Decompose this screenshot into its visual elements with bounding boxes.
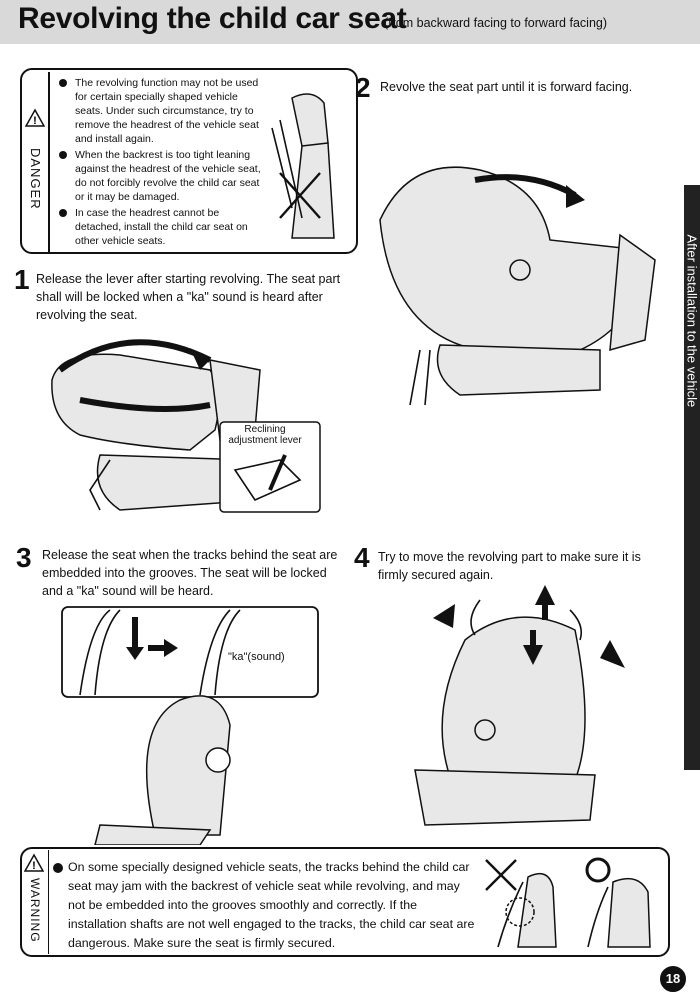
- circle-ok-icon: [585, 857, 611, 883]
- arrow-icon: [600, 640, 625, 668]
- page-number: 18: [660, 966, 686, 992]
- step-4-number: 4: [354, 542, 370, 573]
- step-1-text: Release the lever after starting revolvi…: [36, 272, 341, 322]
- danger-box: [20, 68, 358, 254]
- cross-mark-icon: [485, 859, 517, 891]
- danger-divider: [48, 72, 356, 252]
- warning-box: [20, 847, 670, 957]
- danger-bullet-2: When the backrest is too tight leaning a…: [59, 148, 263, 204]
- step-2-text: Revolve the seat part until it is forwar…: [380, 80, 633, 94]
- svg-text:!: !: [33, 115, 37, 127]
- page-title: Revolving the child car seat: [18, 2, 407, 35]
- warning-triangle-icon: !: [25, 108, 45, 127]
- cross-mark-icon: [279, 172, 321, 219]
- warning-label-wrap: WARNING: [28, 874, 62, 954]
- section-side-tab: After installation to the vehicle: [684, 185, 700, 770]
- danger-bullet-1: The revolving function may not be used f…: [59, 76, 263, 146]
- arrow-icon: [190, 348, 210, 370]
- warning-text: On some specially designed vehicle seats…: [68, 860, 475, 950]
- arrow-icon: [523, 645, 543, 665]
- arrow-icon: [566, 185, 585, 208]
- ka-sound-callout: "ka"(sound): [228, 651, 285, 663]
- step-3-illustration: [61, 606, 319, 845]
- step-3-number: 3: [16, 542, 32, 573]
- vehicle-headrest-illustration: [271, 93, 335, 239]
- warning-illustration: [485, 857, 651, 948]
- side-tab-label: After installation to the vehicle: [684, 234, 700, 408]
- svg-text:!: !: [32, 860, 36, 872]
- arrow-icon: [535, 585, 555, 605]
- warning-divider: [48, 850, 49, 954]
- warning-label: WARNING: [28, 878, 42, 943]
- page-subtitle: (from backward facing to forward facing): [384, 16, 608, 30]
- arrow-icon: [164, 639, 178, 657]
- arrow-icon: [433, 604, 455, 628]
- arrow-icon: [126, 647, 144, 660]
- warning-bullet-dot: [53, 863, 63, 873]
- reclining-lever-callout: Reclining adjustment lever: [228, 424, 302, 446]
- danger-label-wrap: DANGER: [28, 130, 63, 220]
- step-2-illustration: [379, 166, 656, 406]
- header-bar: [0, 0, 700, 44]
- step-4-text: Try to move the revolving part to make s…: [378, 550, 641, 582]
- danger-bullet-3: In case the headrest cannot be detached,…: [59, 206, 263, 248]
- step-4-illustration: [414, 585, 625, 826]
- warning-triangle-icon: !: [24, 853, 44, 872]
- step-1-number: 1: [14, 264, 30, 295]
- danger-label: DANGER: [28, 148, 43, 210]
- step-2-number: 2: [355, 72, 371, 103]
- step-3-text: Release the seat when the tracks behind …: [42, 548, 338, 598]
